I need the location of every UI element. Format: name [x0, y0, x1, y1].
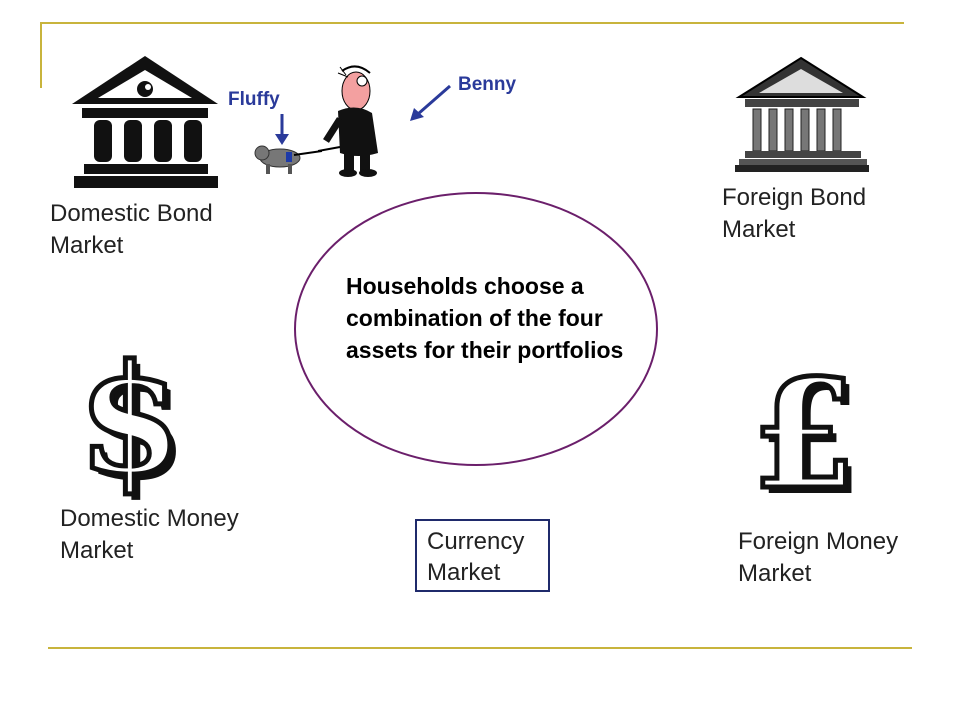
dog-icon: [254, 145, 322, 174]
left-accent-line: [40, 22, 42, 88]
dollar-sign-icon: $: [75, 332, 184, 508]
domestic-money-market-label: Domestic Money Market: [60, 505, 239, 564]
households-text: Households choose a combination of the f…: [346, 273, 624, 363]
dog-name-label: Fluffy: [228, 89, 280, 110]
foreign-money-market-label: Foreign Money Market: [738, 528, 899, 587]
pound-sign-icon: £: [749, 347, 858, 523]
foreign-bond-market-label: Foreign Bond Market: [722, 184, 867, 243]
domestic-bond-market-label: Domestic Bond Market: [50, 200, 213, 259]
man-name-label: Benny: [458, 74, 517, 95]
households-ellipse: [294, 192, 658, 466]
bottom-accent-line: [48, 647, 912, 649]
classical-building-icon: [735, 56, 869, 172]
fluffy-arrow: [275, 114, 289, 145]
top-accent-line: [40, 22, 904, 24]
bank-building-icon: [72, 56, 218, 188]
benny-arrow: [410, 84, 451, 121]
man-walking-icon: [318, 65, 378, 177]
currency-market-box: Currency Market: [415, 519, 550, 592]
